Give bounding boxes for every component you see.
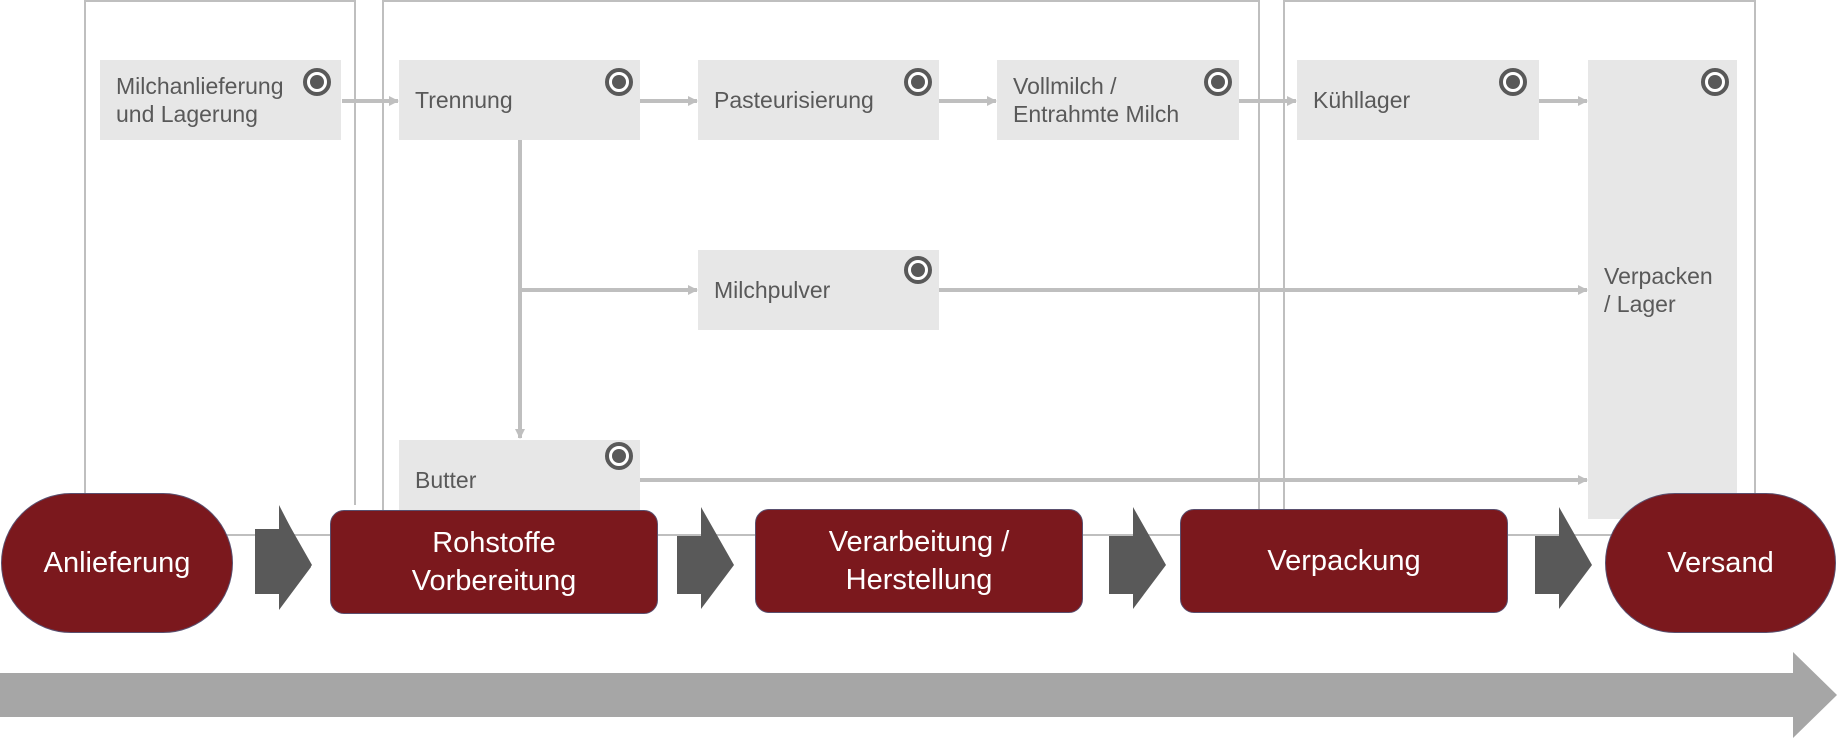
- target-circle-icon: [904, 256, 932, 284]
- phase-label: Rohstoffe Vorbereitung: [411, 527, 577, 597]
- column-frame-verpackung: [1283, 0, 1756, 510]
- step-label: Pasteurisierung: [714, 87, 874, 113]
- phase-verarbeitung: Verarbeitung / Herstellung: [755, 509, 1083, 613]
- phase-anlieferung: Anlieferung: [1, 493, 233, 633]
- step-label: Vollmilch / Entrahmte Milch: [1013, 73, 1180, 127]
- step-butter: Butter: [399, 440, 640, 520]
- target-circle-icon: [605, 68, 633, 96]
- chevron-right-icon: [255, 507, 312, 609]
- target-circle-icon: [605, 442, 633, 470]
- target-circle-icon: [1204, 68, 1232, 96]
- phase-label: Versand: [1667, 547, 1774, 579]
- step-label: Kühllager: [1313, 87, 1411, 113]
- step-verpacken-lager: Verpacken / Lager: [1588, 60, 1737, 519]
- phase-label: Anlieferung: [43, 547, 191, 579]
- step-milchanlieferung: Milchanlieferung und Lagerung: [100, 60, 341, 140]
- step-milchpulver: Milchpulver: [698, 250, 939, 330]
- phase-label: Verarbeitung / Herstellung: [828, 526, 1010, 596]
- chevron-right-icon: [1109, 507, 1166, 609]
- target-circle-icon: [1701, 68, 1729, 96]
- step-kuehllager: Kühllager: [1297, 60, 1539, 140]
- chevron-right-icon: [677, 507, 734, 609]
- step-label: Butter: [415, 467, 477, 493]
- phase-verpackung: Verpackung: [1180, 509, 1508, 613]
- phase-label: Verpackung: [1267, 545, 1421, 577]
- step-label: Verpacken / Lager: [1604, 262, 1713, 317]
- target-circle-icon: [904, 68, 932, 96]
- step-vollmilch: Vollmilch / Entrahmte Milch: [997, 60, 1239, 140]
- step-label: Trennung: [415, 87, 513, 113]
- step-label: Milchpulver: [714, 277, 831, 303]
- long-arrow-right-icon: [0, 652, 1837, 738]
- step-pasteurisierung: Pasteurisierung: [698, 60, 939, 140]
- target-circle-icon: [1499, 68, 1527, 96]
- column-frame-anlieferung: [84, 0, 356, 505]
- chevron-right-icon: [1535, 507, 1592, 609]
- step-label: Milchanlieferung und Lagerung: [116, 73, 284, 127]
- phase-versand: Versand: [1605, 493, 1836, 633]
- target-circle-icon: [303, 68, 331, 96]
- step-trennung: Trennung: [399, 60, 640, 140]
- column-frame-verarbeitung: [382, 0, 1260, 510]
- phase-rohstoffe: Rohstoffe Vorbereitung: [330, 510, 658, 614]
